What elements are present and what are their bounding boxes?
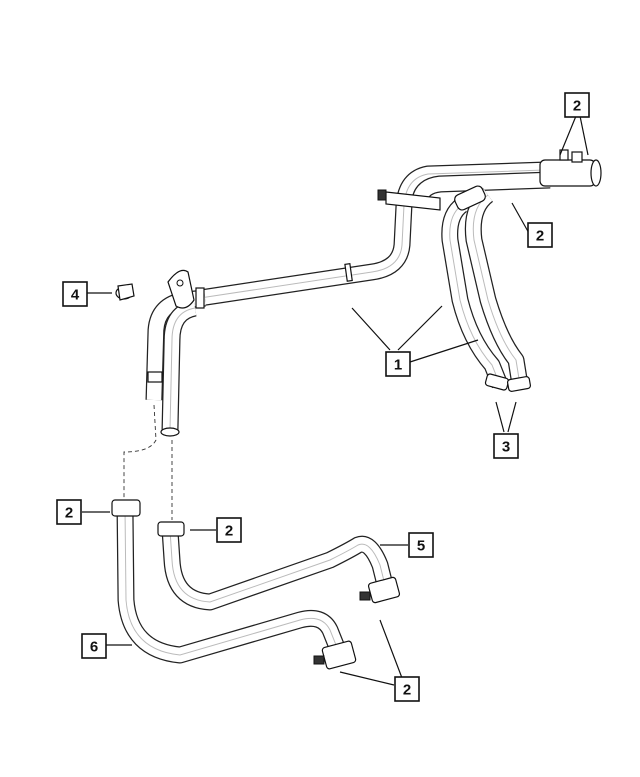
heater-hose-upper: [145, 149, 602, 437]
hose-connector-upper-right: [539, 159, 596, 187]
alignment-line-left: [123, 404, 157, 500]
callout-label: 4: [71, 287, 80, 304]
callout-label: 2: [403, 682, 411, 699]
callout-label: 1: [394, 357, 402, 374]
retaining-clip: [115, 283, 135, 301]
callout-4: 4: [62, 281, 88, 307]
callout-1: 1: [385, 351, 411, 377]
hose-clamps-lower: [484, 373, 531, 392]
callout-2-left: 2: [56, 499, 82, 525]
callout-label: 2: [65, 505, 73, 522]
callout-label: 3: [502, 439, 510, 456]
callout-2-top: 2: [564, 92, 590, 118]
leader-lines: [82, 115, 589, 686]
callout-5: 5: [408, 532, 434, 558]
callout-2-mid: 2: [216, 517, 242, 543]
callout-label: 2: [573, 98, 581, 115]
heater-hose-6: [111, 499, 357, 670]
callout-label: 2: [225, 523, 233, 540]
heater-hose-5: [157, 521, 401, 611]
callout-2-right: 2: [527, 222, 553, 248]
callout-6: 6: [81, 633, 107, 659]
callout-label: 5: [417, 538, 425, 555]
callout-label: 2: [536, 228, 544, 245]
callout-label: 6: [90, 639, 98, 656]
callout-3: 3: [493, 433, 519, 459]
mounting-bracket: [167, 269, 195, 309]
callout-2-bottom: 2: [394, 676, 420, 702]
